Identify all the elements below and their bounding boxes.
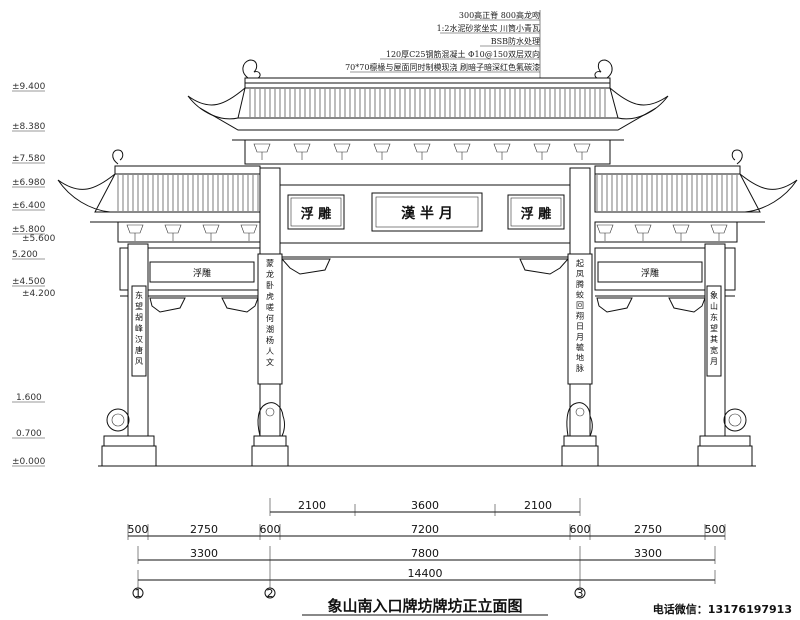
note-4: 120厚C25钢筋混凝土 Φ10@150双层双向	[386, 49, 540, 59]
dim-row2-a: 500	[128, 523, 149, 536]
axis-marker-2	[264, 587, 276, 599]
axis-marker-1	[132, 587, 144, 599]
main-roof	[187, 59, 669, 165]
svg-text:1: 1	[135, 587, 142, 600]
note-5: 70*70檩椽与屋面同时制模现浇 刷暗子暗深红色氟碳漆	[345, 62, 540, 72]
outer-left-couplet-board	[131, 285, 147, 377]
dimension-lines: 2100 3600 2100 500 2750 600 7200 600 275…	[128, 498, 726, 588]
dim-row2-b: 2750	[190, 523, 218, 536]
svg-text:2: 2	[267, 587, 274, 600]
dim-row1-c: 2100	[524, 499, 552, 512]
dim-row3-c: 3300	[634, 547, 662, 560]
construction-notes: 300高正脊 800高龙吻 1:2水泥砂浆坐实 川筒小青瓦 BSB防水处理 12…	[345, 10, 541, 90]
contact-phone: 电话微信：13176197913	[653, 602, 792, 616]
inner-left-column: 蒙龙卧虎嗟何潮杨人文	[251, 167, 289, 467]
note-2: 1:2水泥砂浆坐实 川筒小青瓦	[437, 23, 540, 33]
elevation-6980: ±6.980	[12, 178, 46, 188]
right-drum-stone-icon	[723, 408, 747, 432]
left-side-eave	[57, 173, 116, 213]
inner-right-column: 起凤腾蛟回翔日月毓地脉	[561, 167, 599, 467]
right-side-plaque-text: 浮雕	[641, 267, 659, 279]
elevation-7580: ±7.580	[12, 154, 46, 164]
left-drum-stone-icon	[106, 408, 130, 432]
dim-row1-b: 3600	[411, 499, 439, 512]
note-3: BSB防水处理	[491, 36, 540, 46]
right-ridge-ornament	[594, 59, 613, 79]
axis-marker-3	[574, 587, 586, 599]
elevation-5600: ±5.600	[22, 234, 56, 244]
left-main-plaque	[287, 194, 345, 230]
drawing-title: 象山南入口牌坊牌坊正立面图	[327, 597, 522, 615]
elevation-scale: ±9.400 ±8.380 ±7.580 ±6.980 ±6.400 ±5.80…	[12, 82, 56, 467]
elevation-1600: 1.600	[16, 393, 42, 403]
note-1: 300高正脊 800高龙吻	[459, 10, 540, 20]
elevation-4500: ±4.500	[12, 277, 46, 287]
right-que-ti	[519, 258, 570, 275]
elevation-5200: 5.200	[12, 250, 38, 260]
outer-right-couplet-board	[706, 285, 722, 377]
right-side-eave	[739, 173, 798, 213]
inner-left-couplet: 蒙龙卧虎嗟何潮杨人文	[266, 258, 274, 367]
right-side-plaque	[597, 261, 703, 283]
outer-right-couplet: 象山东望其宽月	[710, 290, 718, 366]
dim-row3-a: 3300	[190, 547, 218, 560]
dim-row2-g: 500	[705, 523, 726, 536]
dim-row4-total: 14400	[408, 567, 443, 580]
right-main-plaque	[507, 194, 565, 230]
elevation-9400: ±9.400	[12, 82, 46, 92]
left-main-plaque-text: 浮 雕	[301, 206, 332, 222]
inner-left-lion-icon	[257, 402, 286, 437]
left-side-roof	[57, 149, 261, 243]
outer-right-column: 象山东望其宽月	[697, 243, 753, 467]
main-eave-left	[187, 87, 246, 120]
left-side-plaque	[149, 261, 255, 283]
elevation-4200: ±4.200	[22, 289, 56, 299]
dim-row3-b: 7800	[411, 547, 439, 560]
svg-text:3: 3	[577, 587, 584, 600]
dim-row2-c: 600	[260, 523, 281, 536]
inner-right-lion-icon	[566, 402, 593, 437]
elevation-0700: 0.700	[16, 429, 42, 439]
main-eave-right	[609, 87, 669, 120]
right-main-plaque-text: 浮 雕	[521, 206, 552, 222]
axis-markers: 1 2 3	[132, 587, 586, 600]
right-side-ridge-ornament	[731, 149, 743, 165]
elevation-0000: ±0.000	[12, 457, 46, 467]
inner-right-couplet-board	[567, 253, 593, 385]
left-side-plaque-text: 浮雕	[193, 267, 211, 279]
left-que-ti	[280, 258, 331, 275]
elevation-5800: ±5.800	[12, 225, 46, 235]
dim-row1-a: 2100	[298, 499, 326, 512]
dim-row2-e: 600	[570, 523, 591, 536]
outer-left-couplet: 东望胡峰汉唐风	[135, 290, 143, 366]
right-side-roof	[594, 149, 798, 243]
outer-left-column: 东望胡峰汉唐风	[101, 243, 157, 467]
elevation-6400: ±6.400	[12, 201, 46, 211]
main-beam: 浮 雕 漢 半 月 浮 雕	[279, 184, 571, 275]
elevation-8380: ±8.380	[12, 122, 46, 132]
dim-row2-f: 2750	[634, 523, 662, 536]
left-ridge-ornament	[242, 59, 261, 79]
dim-row2-d: 7200	[411, 523, 439, 536]
left-side-ridge-ornament	[112, 149, 124, 165]
inner-right-couplet: 起凤腾蛟回翔日月毓地脉	[576, 259, 584, 373]
inner-left-couplet-board	[257, 253, 283, 385]
center-plaque-text: 漢 半 月	[401, 205, 453, 222]
center-plaque	[371, 192, 483, 232]
